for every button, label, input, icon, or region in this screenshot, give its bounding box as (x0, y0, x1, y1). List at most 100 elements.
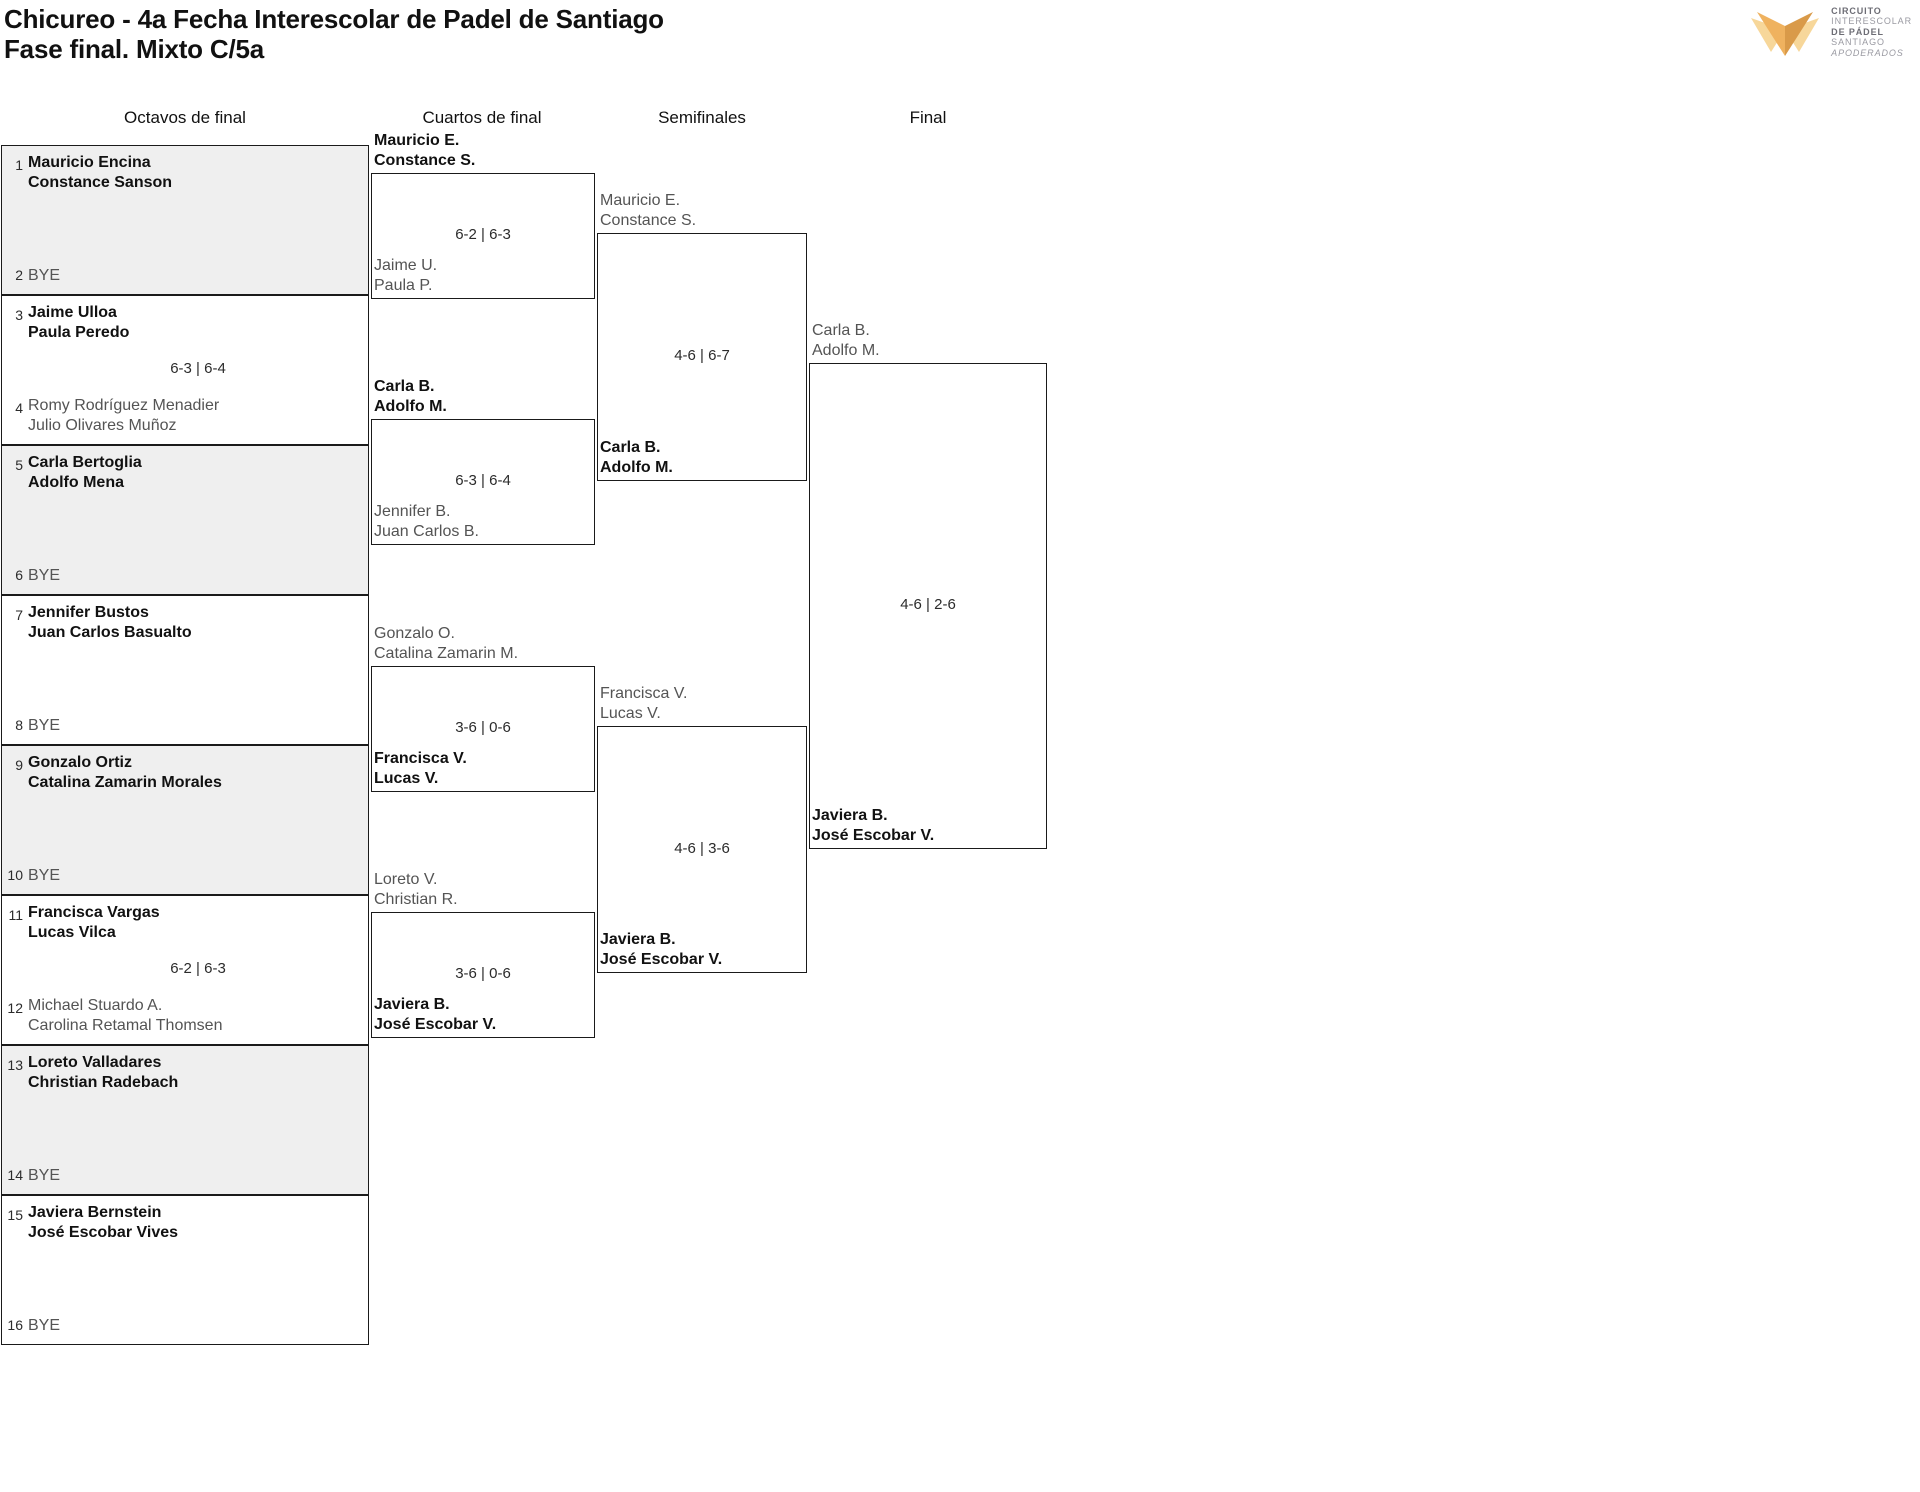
brand-logo-text: CIRCUITO INTERESCOLAR DE PÁDEL SANTIAGO … (1831, 6, 1912, 59)
seed-number: 9 (15, 757, 23, 773)
seed-number: 3 (15, 307, 23, 323)
bye-label: BYE (28, 866, 61, 884)
team-label-top: Gonzalo O.Catalina Zamarin M. (374, 624, 518, 663)
bye-label: BYE (28, 566, 61, 584)
player-name: José Escobar V. (812, 826, 935, 844)
player-name: Javiera Bernstein (28, 1204, 162, 1221)
player-name: Adolfo M. (812, 341, 880, 359)
player-name: Javiera B. (374, 996, 450, 1013)
player-name: Adolfo Mena (28, 473, 124, 491)
brand-logo: CIRCUITO INTERESCOLAR DE PÁDEL SANTIAGO … (1749, 4, 1912, 60)
player-name: Romy Rodríguez Menadier (28, 397, 220, 414)
match-score: 4-6 | 2-6 (900, 596, 956, 613)
player-name: Jennifer Bustos (28, 604, 149, 621)
player-name: Christian R. (374, 890, 458, 908)
player-name: Michael Stuardo A. (28, 997, 163, 1014)
match-r3-1[interactable] (597, 233, 807, 481)
match-score: 4-6 | 6-7 (674, 347, 730, 364)
match-r2-2[interactable] (371, 419, 595, 545)
team-label-top: Francisca V.Lucas V. (600, 684, 687, 723)
title-line-2: Fase final. Mixto C/5a (4, 34, 265, 64)
match-score: 6-3 | 6-4 (170, 360, 226, 377)
match-score: 6-2 | 6-3 (455, 226, 511, 243)
player-name: Carla Bertoglia (28, 454, 142, 471)
player-name: Francisca V. (600, 685, 688, 702)
player-name: Catalina Zamarin Morales (28, 773, 222, 791)
match-score: 6-3 | 6-4 (455, 472, 511, 489)
player-name: Christian Radebach (28, 1073, 179, 1091)
match-r3-2[interactable] (597, 726, 807, 973)
match-r4-1[interactable] (809, 363, 1047, 849)
player-name: Constance S. (374, 151, 476, 169)
player-name: José Escobar Vives (28, 1223, 179, 1241)
seed-number: 2 (15, 266, 23, 283)
player-name: Lucas Vilca (28, 923, 116, 941)
seed-number: 15 (7, 1207, 23, 1223)
player-name: Juan Carlos B. (374, 522, 479, 540)
player-name: Jaime Ulloa (28, 304, 117, 321)
team-label-bottom: Jaime U. Paula P. (374, 256, 437, 295)
team-label-top: Carla B.Adolfo M. (374, 377, 447, 416)
team-label-top: Carla B.Adolfo M. (812, 321, 880, 360)
match-r2-4[interactable] (371, 912, 595, 1038)
team-label-bottom: Francisca V.Lucas V. (374, 749, 467, 788)
round-header-semifinales: Semifinales (658, 108, 746, 127)
player-name: Paula P. (374, 276, 433, 294)
team-label-bottom: Javiera B.José Escobar V. (374, 995, 496, 1034)
match-score: 3-6 | 0-6 (455, 719, 511, 736)
player-name: Catalina Zamarin M. (374, 644, 519, 662)
bracket-slot-seed-10: 10 BYE (2, 866, 368, 886)
team-label-bottom: Javiera B. José Escobar V. (812, 806, 934, 845)
player-name: Jaime U. (374, 257, 438, 274)
player-name: Jennifer B. (374, 503, 451, 520)
player-name: Constance S. (600, 211, 697, 229)
logo-line-4: SANTIAGO (1831, 37, 1885, 48)
player-name: Francisca V. (374, 750, 467, 767)
page-title: Chicureo - 4a Fecha Interescolar de Pade… (4, 4, 904, 64)
title-line-1: Chicureo - 4a Fecha Interescolar de Pade… (4, 4, 664, 34)
player-name: Adolfo M. (600, 458, 673, 476)
match-r2-1[interactable] (371, 173, 595, 299)
logo-line-1: CIRCUITO (1831, 5, 1882, 16)
player-name: Mauricio E. (374, 132, 460, 149)
seed-number: 10 (7, 866, 23, 883)
seed-number: 5 (15, 457, 23, 473)
round-header-octavos: Octavos de final (124, 108, 246, 127)
round-header-final: Final (909, 108, 947, 127)
player-name: Paula Peredo (28, 323, 130, 341)
team-names: Michael Stuardo A.Carolina Retamal Thoms… (28, 996, 222, 1035)
match-score: 3-6 | 0-6 (455, 965, 511, 982)
seed-number: 14 (7, 1166, 23, 1183)
match-score: 6-2 | 6-3 (170, 960, 226, 977)
player-name: Gonzalo Ortiz (28, 754, 132, 771)
seed-number: 11 (8, 907, 23, 923)
seed-number: 4 (15, 400, 23, 416)
bye-label: BYE (28, 716, 61, 734)
match-r2-3[interactable] (371, 666, 595, 792)
player-name: Juan Carlos Basualto (28, 623, 192, 641)
player-name: Javiera B. (812, 807, 888, 824)
